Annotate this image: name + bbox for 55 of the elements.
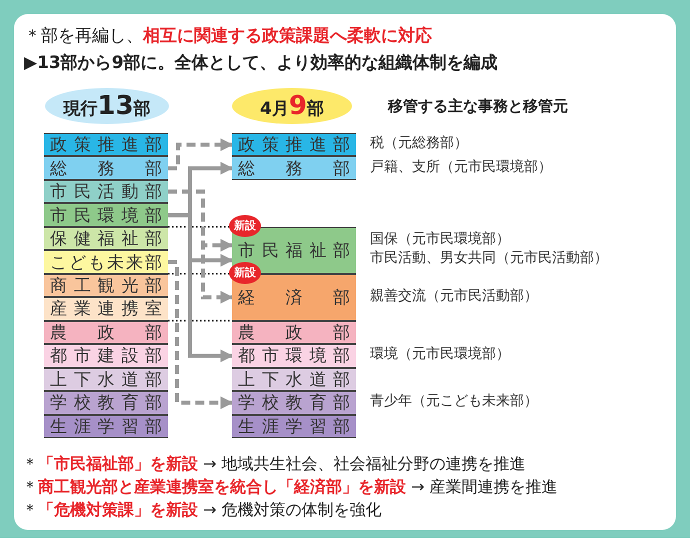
department-box xyxy=(44,274,168,298)
note-text: 青少年（元こども未来部） xyxy=(370,392,538,410)
department-name: こども未来部 xyxy=(50,252,162,274)
department-name: 生涯学習部 xyxy=(50,416,162,438)
department-name: 都市環境部 xyxy=(238,345,350,368)
column-heading: 移管する主な事務と移管元 xyxy=(388,97,568,116)
department-name: 都市建設部 xyxy=(50,345,162,368)
department-name: 生涯学習部 xyxy=(238,416,350,438)
department-name: 市民活動部 xyxy=(50,181,162,204)
department-box xyxy=(44,344,168,368)
department-box xyxy=(44,226,168,250)
department-name: 政策推進部 xyxy=(50,134,162,156)
note-text: 税（元総務部） xyxy=(370,134,468,152)
department-box xyxy=(44,156,168,180)
department-box xyxy=(44,250,168,274)
note-text: ＊「市民福祉部」を新設 → 地域共生社会、社会福祉分野の連携を推進 xyxy=(22,454,526,475)
department-box xyxy=(232,368,356,392)
department-name: 商工観光部 xyxy=(50,274,162,297)
badge-text: 新設 xyxy=(234,220,256,232)
department-box xyxy=(44,180,168,204)
department-name: 市民環境部 xyxy=(50,204,162,227)
note-text: 環境（元市民環境部） xyxy=(370,345,510,364)
department-name: 市民福祉部 xyxy=(238,240,350,262)
note-text: 親善交流（元市民活動部） xyxy=(370,286,538,305)
department-name: 学校教育部 xyxy=(50,392,162,414)
department-box xyxy=(232,344,356,368)
department-name: 農政部 xyxy=(50,322,162,344)
note-text: 国保（元市民環境部） xyxy=(370,230,510,248)
department-name: 保健福祉部 xyxy=(50,228,162,250)
department-name: 農政部 xyxy=(238,322,350,344)
department-name: 上下水道部 xyxy=(238,368,350,391)
badge-text: 新設 xyxy=(234,267,256,278)
note-text: 市民活動、男女共同（元市民活動部） xyxy=(370,249,608,268)
department-name: 経済部 xyxy=(238,286,350,309)
arrow xyxy=(168,190,234,304)
department-box xyxy=(232,320,356,344)
department-box xyxy=(44,203,168,227)
subtitle-text: ▶13部から9部に。全体として、より効率的な組織体制を編成 xyxy=(24,52,498,74)
department-box xyxy=(44,297,168,321)
department-box xyxy=(44,368,168,392)
department-name: 産業連携室 xyxy=(50,298,162,320)
note-text: ＊商工観光部と産業連携室を統合し「経済部」を新設 → 産業間連携を推進 xyxy=(22,477,558,498)
note-text: 戸籍、支所（元市民環境部） xyxy=(370,158,552,176)
department-name: 上下水道部 xyxy=(50,368,162,391)
title-text: ＊部を再編し、相互に関連する政策課題へ柔軟に対応 xyxy=(24,25,432,47)
department-box xyxy=(44,320,168,344)
department-name: 政策推進部 xyxy=(238,134,350,156)
department-box xyxy=(232,156,356,180)
department-name: 総務部 xyxy=(50,158,162,180)
department-name: 学校教育部 xyxy=(238,392,350,414)
heading-text: 現行13部 xyxy=(63,91,151,121)
department-name: 総務部 xyxy=(238,158,350,180)
note-text: ＊「危機対策課」を新設 → 危機対策の体制を強化 xyxy=(22,500,382,521)
arrow xyxy=(168,260,234,410)
arrow xyxy=(168,138,234,170)
